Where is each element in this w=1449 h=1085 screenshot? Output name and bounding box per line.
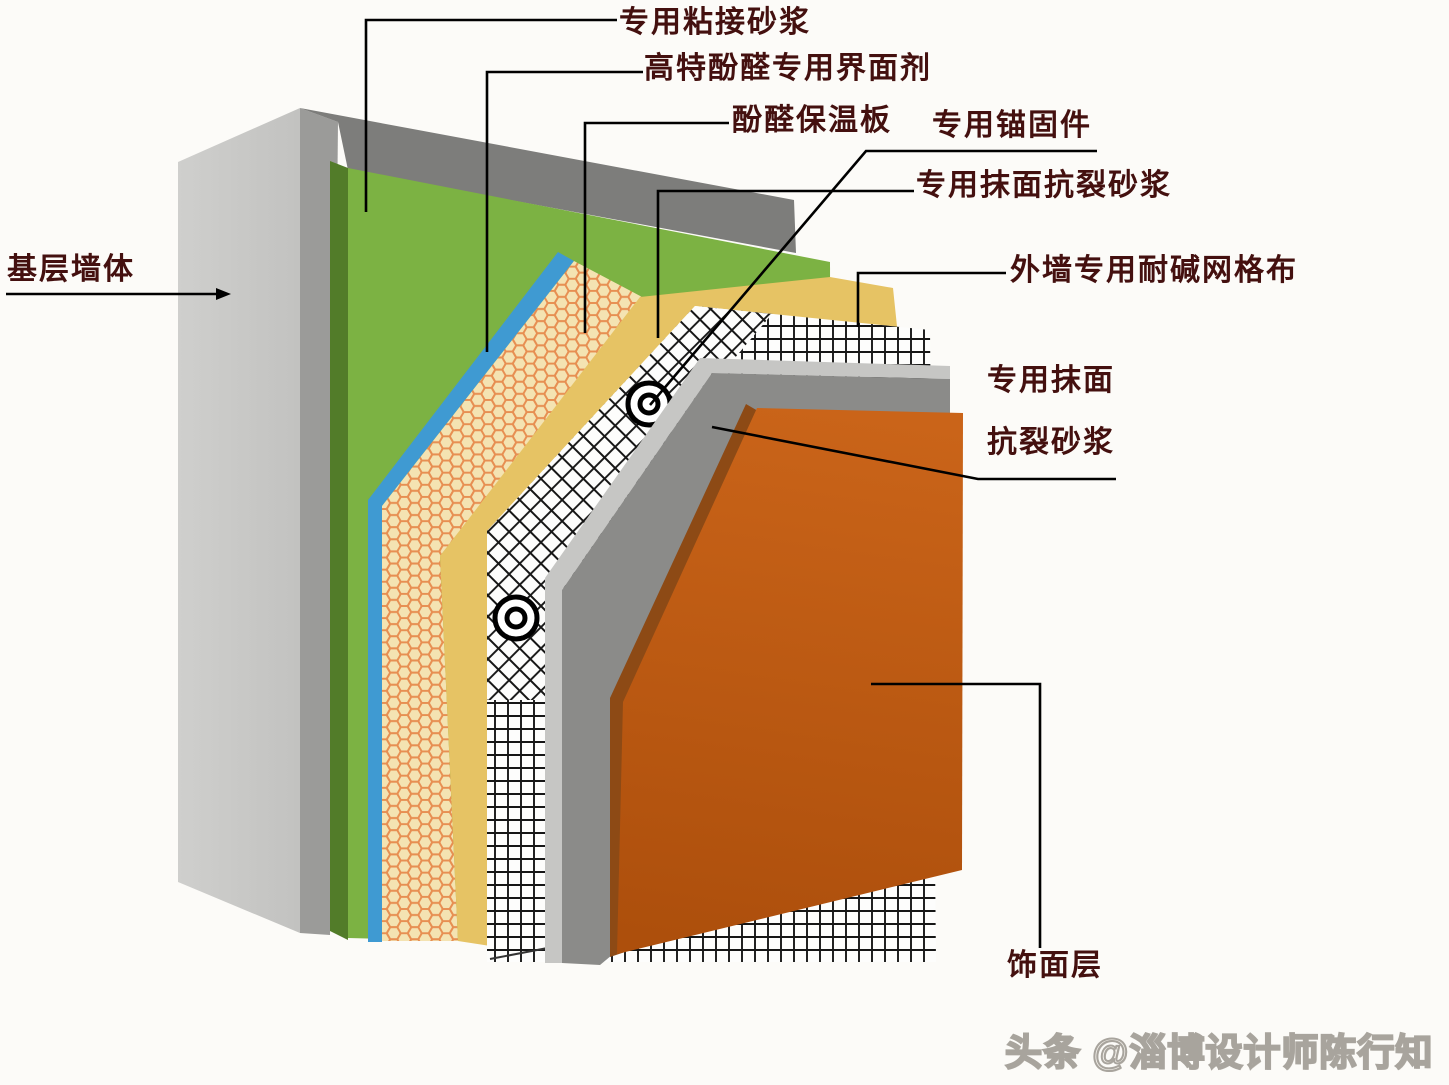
label-base-wall: 基层墙体 bbox=[7, 253, 135, 286]
label-interface-agent: 高特酚醛专用界面剂 bbox=[644, 52, 932, 85]
leader-adhesive-mortar bbox=[364, 18, 617, 212]
leader-finish-layer bbox=[871, 682, 1042, 948]
label-crack-mortar-right-1: 专用抹面 bbox=[987, 364, 1115, 397]
leader-base-wall-arrowhead bbox=[216, 288, 231, 300]
layer-base-wall-side bbox=[300, 108, 338, 935]
leader-crack-mortar-right bbox=[711, 425, 1116, 481]
label-crack-mortar-right-2: 抗裂砂浆 bbox=[987, 426, 1115, 459]
leader-crack-mortar-top bbox=[656, 189, 914, 338]
label-finish-layer: 饰面层 bbox=[1007, 949, 1103, 982]
layer-crack-mortar-gray-face bbox=[562, 373, 950, 965]
leader-anchor-fastener bbox=[649, 149, 1097, 406]
leader-interface-agent bbox=[485, 70, 643, 352]
layer-interface-agent bbox=[368, 252, 574, 942]
label-mesh-cloth: 外墙专用耐碱网格布 bbox=[1010, 254, 1298, 287]
label-adhesive-mortar: 专用粘接砂浆 bbox=[619, 6, 811, 39]
label-anchor-fastener: 专用锚固件 bbox=[932, 109, 1092, 142]
leader-insulation-board bbox=[583, 121, 729, 333]
anchor-fastener-lower bbox=[492, 594, 540, 642]
leader-lines bbox=[6, 18, 1116, 948]
label-insulation-board: 酚醛保温板 bbox=[732, 104, 892, 137]
layer-finish-face bbox=[617, 408, 963, 954]
layer-adhesive-mortar-edge bbox=[330, 161, 348, 940]
layer-base-wall-top bbox=[300, 108, 796, 253]
layer-insulation-board bbox=[382, 261, 644, 941]
label-crack-mortar-top: 专用抹面抗裂砂浆 bbox=[916, 169, 1172, 202]
layer-base-wall-front bbox=[178, 108, 300, 933]
leader-mesh-cloth bbox=[856, 271, 1006, 327]
watermark-text: 头条 @淄博设计师陈行知 bbox=[1004, 1031, 1434, 1074]
